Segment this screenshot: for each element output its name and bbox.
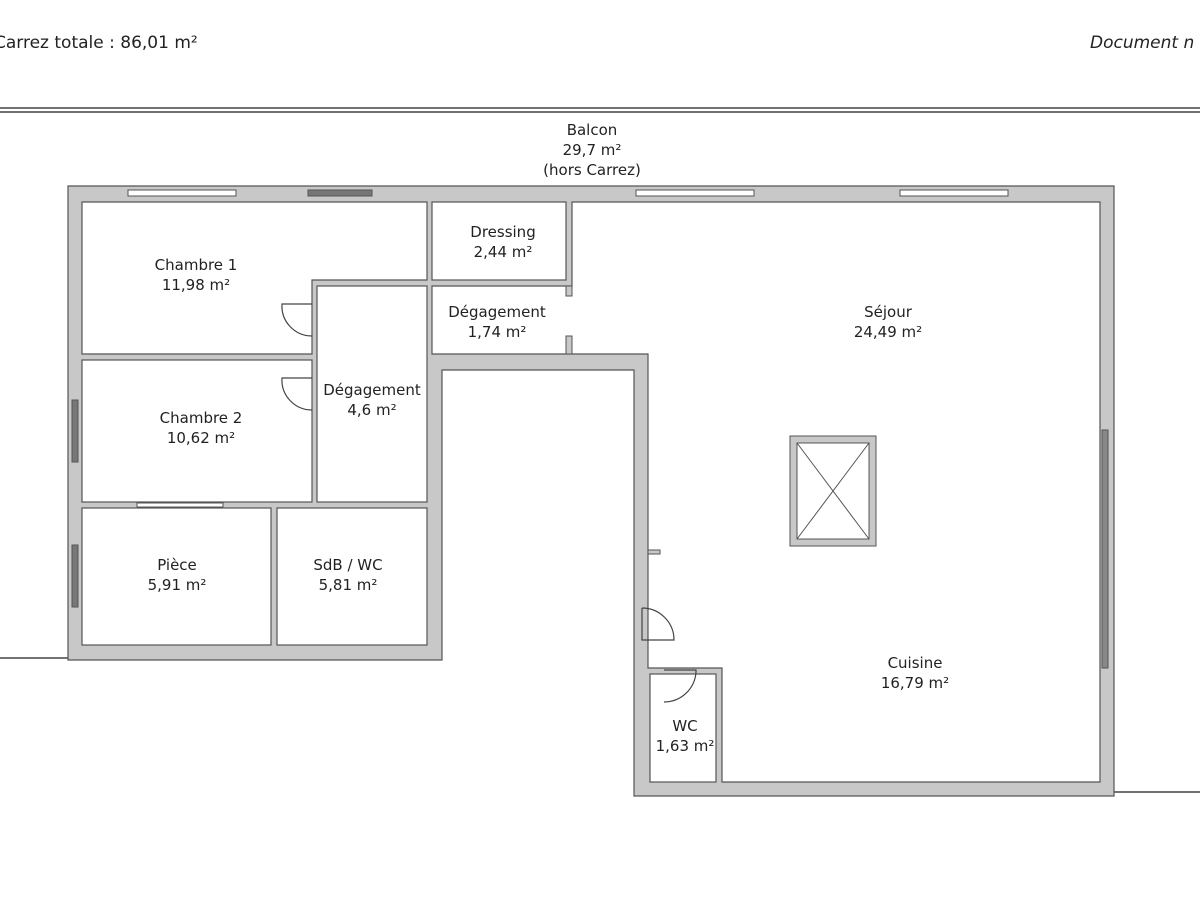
label-piece: Pièce 5,91 m² (148, 555, 207, 595)
label-cuisine: Cuisine 16,79 m² (881, 653, 949, 693)
door-swing (281, 377, 313, 411)
window (71, 399, 79, 463)
door-swing (641, 607, 675, 641)
room-area: 1,74 m² (467, 323, 527, 341)
room-area: 5,91 m² (147, 576, 207, 594)
wall-stub (565, 335, 573, 355)
door-swing (663, 669, 697, 703)
room-area: 5,81 m² (318, 576, 378, 594)
label-dressing: Dressing 2,44 m² (470, 222, 535, 262)
room-area: 1,63 m² (655, 737, 715, 755)
label-sejour: Séjour 24,49 m² (854, 302, 922, 342)
door-swing (281, 303, 313, 337)
room-sejour-cuisine (431, 201, 1101, 783)
window (71, 544, 79, 608)
room-name: Balcon (566, 121, 618, 139)
room-piece (81, 507, 272, 646)
room-name: Dressing (470, 223, 536, 241)
wall-stub (647, 549, 661, 555)
room-area: 10,62 m² (166, 429, 236, 447)
room-name: Chambre 1 (154, 256, 238, 274)
room-name: Chambre 2 (159, 409, 243, 427)
skylight (789, 435, 877, 547)
window (899, 189, 1009, 197)
room-note: (hors Carrez) (543, 161, 641, 179)
label-degagement-2: Dégagement 4,6 m² (323, 380, 420, 420)
window (127, 189, 237, 197)
room-name: WC (672, 717, 698, 735)
window (307, 189, 373, 197)
label-chambre-1: Chambre 1 11,98 m² (155, 255, 238, 295)
room-area: 11,98 m² (161, 276, 231, 294)
label-chambre-2: Chambre 2 10,62 m² (160, 408, 243, 448)
room-area: 4,6 m² (347, 401, 397, 419)
label-sdb-wc: SdB / WC 5,81 m² (313, 555, 382, 595)
room-wc (649, 673, 717, 783)
room-area: 16,79 m² (880, 674, 950, 692)
window (1101, 429, 1109, 669)
window (136, 502, 224, 508)
room-chambre-2 (81, 359, 313, 503)
room-name: Cuisine (887, 654, 943, 672)
room-name: SdB / WC (313, 556, 383, 574)
room-chambre-1 (81, 201, 428, 355)
room-area: 24,49 m² (853, 323, 923, 341)
wall-stub (565, 285, 573, 297)
room-name: Dégagement (323, 381, 421, 399)
room-name: Dégagement (448, 303, 546, 321)
document-note: Document n (1090, 33, 1195, 53)
room-name: Séjour (864, 303, 912, 321)
label-wc: WC 1,63 m² (656, 716, 715, 756)
total-area-label: Carrez totale : 86,01 m² (0, 33, 198, 53)
room-area: 2,44 m² (473, 243, 533, 261)
balcony-label: Balcon 29,7 m² (hors Carrez) (543, 120, 641, 180)
room-degagement-2 (316, 285, 428, 503)
room-area: 29,7 m² (562, 141, 622, 159)
label-degagement-1: Dégagement 1,74 m² (448, 302, 545, 342)
room-sdb-wc (276, 507, 428, 646)
room-dressing (431, 201, 567, 281)
window (635, 189, 755, 197)
room-name: Pièce (157, 556, 197, 574)
